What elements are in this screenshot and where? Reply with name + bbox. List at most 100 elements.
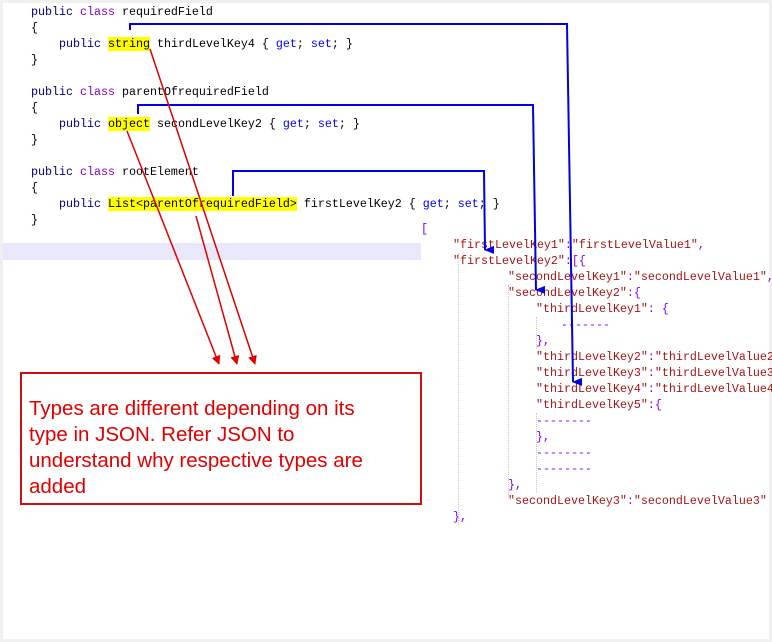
- annotation-box: Types are different depending on its typ…: [20, 372, 422, 505]
- json-line: "secondLevelKey1":"secondLevelValue1",: [508, 269, 772, 285]
- code-token: set: [317, 117, 339, 131]
- code-token: ;: [443, 197, 458, 211]
- json-line: "firstLevelKey1":"firstLevelValue1",: [453, 237, 705, 253]
- code-token: {: [261, 117, 283, 131]
- code-token: set: [457, 197, 479, 211]
- code-token: class: [79, 85, 115, 99]
- blue-arrow-string-to-thirdLevelKey4: [129, 23, 583, 386]
- red-arrow-object: [126, 130, 221, 365]
- json-token: "thirdLevelValue4": [654, 382, 772, 396]
- code-token: {: [31, 181, 38, 195]
- code-line: {: [31, 20, 38, 36]
- json-token: "thirdLevelKey4": [536, 382, 648, 396]
- json-line: [: [421, 221, 428, 237]
- code-line: public string thirdLevelKey4 { get; set;…: [59, 36, 353, 52]
- code-token: }: [31, 213, 38, 227]
- json-token: :{: [647, 398, 662, 412]
- annotation-text-line: Types are different depending on its: [29, 397, 355, 420]
- json-token: "firstLevelKey2": [453, 254, 565, 268]
- blue-arrow-object-to-secondLevelKey2: [137, 104, 546, 294]
- json-line: "thirdLevelKey5":{: [536, 397, 662, 413]
- code-token: get: [282, 117, 304, 131]
- json-line: },: [536, 333, 550, 349]
- json-token: "firstLevelKey1": [453, 238, 565, 252]
- json-token: :: [564, 238, 572, 252]
- code-token: ; }: [338, 117, 360, 131]
- json-line: },: [453, 509, 467, 525]
- json-token: "thirdLevelValue2": [654, 350, 772, 364]
- json-token: : {: [647, 302, 669, 316]
- code-token: {: [31, 21, 38, 35]
- json-line: "thirdLevelKey4":"thirdLevelValue4": [536, 381, 772, 397]
- code-token: }: [31, 53, 38, 67]
- json-line: --------: [536, 413, 592, 429]
- json-token: :: [647, 350, 655, 364]
- code-token: ; }: [478, 197, 500, 211]
- json-token: "thirdLevelKey2": [536, 350, 648, 364]
- json-token: "secondLevelValue3": [633, 494, 767, 508]
- code-token: {: [254, 37, 276, 51]
- json-token: --------: [536, 446, 592, 460]
- code-token: public: [31, 5, 73, 19]
- json-token: ,: [697, 238, 705, 252]
- code-token: {: [401, 197, 423, 211]
- json-token: },: [453, 510, 467, 524]
- code-token: class: [79, 5, 115, 19]
- json-line: "secondLevelKey3":"secondLevelValue3": [508, 493, 767, 509]
- code-line: public class requiredField: [31, 4, 213, 20]
- highlighted-type: object: [107, 117, 150, 131]
- code-line: public object secondLevelKey2 { get; set…: [59, 116, 360, 132]
- code-line: public class rootElement: [31, 164, 199, 180]
- code-token: thirdLevelKey4: [156, 37, 255, 51]
- json-line: "thirdLevelKey2":"thirdLevelValue2": [536, 349, 772, 365]
- screenshot-canvas: public class requiredField{public string…: [3, 3, 772, 639]
- code-token: {: [31, 101, 38, 115]
- current-line-highlight: [3, 243, 421, 260]
- red-arrow-list: [195, 215, 240, 365]
- json-token: :{: [626, 286, 641, 300]
- annotation-text-line: understand why respective types are: [29, 449, 363, 472]
- code-line: {: [31, 180, 38, 196]
- json-line: --------: [536, 461, 592, 477]
- json-token: :: [626, 270, 634, 284]
- json-token: :: [647, 366, 655, 380]
- code-token: set: [310, 37, 332, 51]
- json-token: },: [536, 430, 550, 444]
- blue-arrow-list-to-firstLevelKey2: [232, 170, 495, 254]
- json-line: },: [508, 477, 522, 493]
- code-line: }: [31, 212, 38, 228]
- json-token: "firstLevelValue1": [571, 238, 698, 252]
- json-line: "thirdLevelKey1": {: [536, 301, 669, 317]
- code-token: get: [422, 197, 444, 211]
- json-token: "secondLevelValue1": [633, 270, 767, 284]
- code-token: }: [31, 133, 38, 147]
- code-token: public: [59, 197, 101, 211]
- code-token: ;: [303, 117, 318, 131]
- json-token: "thirdLevelKey1": [536, 302, 648, 316]
- json-token: "secondLevelKey1": [508, 270, 627, 284]
- code-token: firstLevelKey2: [303, 197, 402, 211]
- red-arrow-string: [149, 48, 257, 365]
- json-line: },: [536, 429, 550, 445]
- json-line: "thirdLevelKey3":"thirdLevelValue3": [536, 365, 772, 381]
- json-token: },: [536, 334, 550, 348]
- json-token: "thirdLevelValue3": [654, 366, 772, 380]
- code-line: public class parentOfrequiredField: [31, 84, 269, 100]
- code-token: ; }: [331, 37, 353, 51]
- indent-guide: [458, 253, 459, 525]
- code-token: get: [275, 37, 297, 51]
- indent-guide: [536, 317, 537, 349]
- json-token: "thirdLevelKey5": [536, 398, 648, 412]
- code-line: }: [31, 132, 38, 148]
- json-line: --------: [536, 445, 592, 461]
- json-token: -------: [561, 318, 610, 332]
- json-token: --------: [536, 414, 592, 428]
- code-line: }: [31, 52, 38, 68]
- json-token: :: [647, 382, 655, 396]
- code-token: parentOfrequiredField: [121, 85, 269, 99]
- json-token: --------: [536, 462, 592, 476]
- code-line: {: [31, 100, 38, 116]
- json-line: -------: [561, 317, 610, 333]
- json-token: "secondLevelKey3": [508, 494, 627, 508]
- json-token: "thirdLevelKey3": [536, 366, 648, 380]
